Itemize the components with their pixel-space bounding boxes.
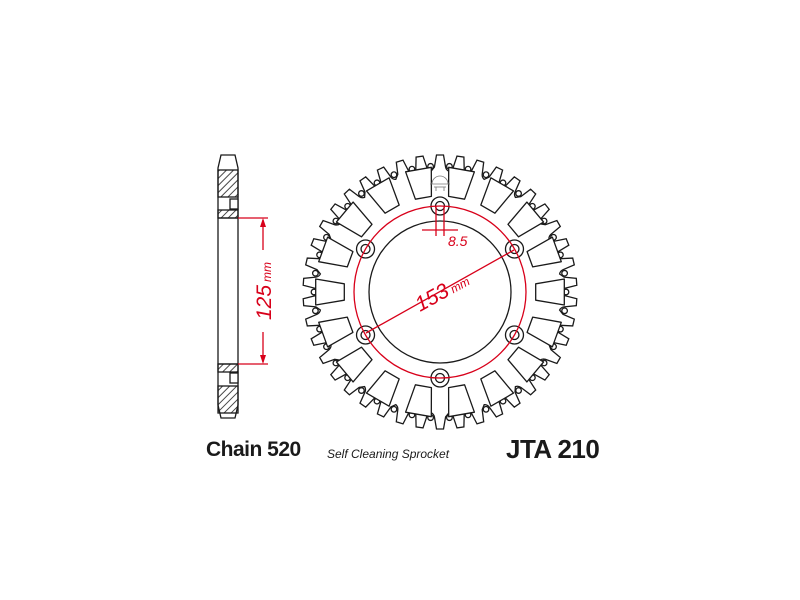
description-label: Self Cleaning Sprocket (327, 447, 450, 461)
hatch-bottom (217, 385, 239, 414)
lightening-window (526, 316, 562, 348)
lightening-window (335, 201, 373, 238)
tooth-relief-hole (357, 387, 365, 394)
bore-dimension (238, 217, 268, 365)
sun-logo-icon (430, 175, 450, 191)
lightening-window (480, 177, 515, 214)
lightening-window (318, 236, 354, 268)
lightening-window (365, 177, 400, 214)
lightening-window (365, 370, 400, 407)
chain-size-label: Chain 520 (206, 438, 301, 461)
hatch-bottom-inner (217, 363, 239, 373)
side-step-top (229, 198, 239, 210)
bore-dimension-label: 125mm (253, 262, 276, 320)
tooth-relief-hole (482, 405, 490, 413)
hatch-top-inner (217, 209, 239, 219)
bolt-circle-dimension (353, 205, 527, 379)
lightening-window (535, 278, 565, 306)
tooth-relief-hole (561, 269, 569, 277)
bolt-hole-label: 8.5 (448, 233, 468, 249)
lightening-window (447, 166, 476, 200)
lightening-window (315, 278, 345, 306)
sprocket-front-view (302, 154, 578, 430)
side-view (217, 154, 239, 419)
lightening-window (404, 384, 433, 418)
tooth-relief-hole (357, 190, 365, 197)
lightening-window (507, 346, 545, 383)
lightening-window (507, 201, 545, 238)
lightening-window (404, 166, 433, 200)
part-number-label: JTA 210 (506, 434, 600, 464)
tooth-relief-hole (515, 190, 523, 197)
bolt-circle (353, 205, 527, 379)
lightening-window (447, 384, 476, 418)
tooth-relief-hole (561, 307, 569, 315)
side-step-bottom (229, 372, 239, 384)
tooth-relief-hole (311, 307, 319, 315)
tooth-relief-hole (482, 171, 490, 179)
tooth-relief-hole (390, 171, 398, 179)
side-profile-outline (217, 154, 239, 419)
lightening-window (335, 346, 373, 383)
lightening-window (480, 370, 515, 407)
tooth-relief-hole (515, 387, 523, 394)
lightening-window (526, 236, 562, 268)
bolt-circle-diameter-line (365, 249, 515, 334)
lightening-window (318, 316, 354, 348)
hatch-top (217, 169, 239, 198)
tooth-relief-hole (390, 405, 398, 413)
tooth-relief-hole (311, 269, 319, 277)
